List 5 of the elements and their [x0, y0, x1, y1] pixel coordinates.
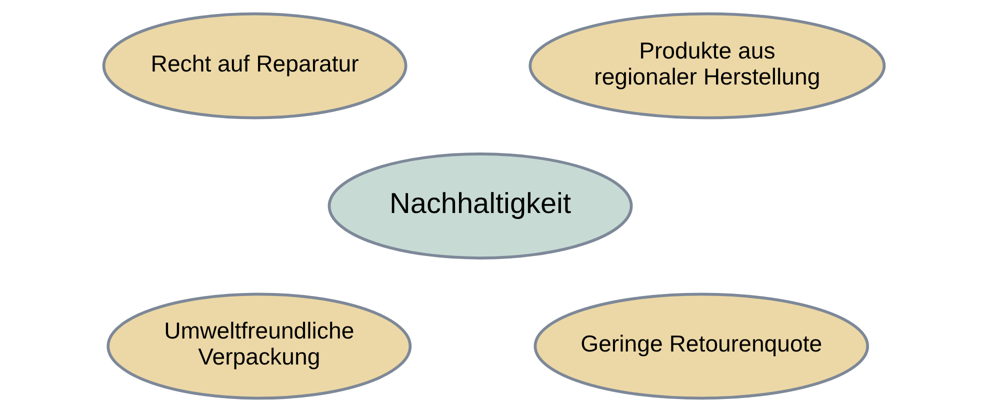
node-ellipse: Produkte aus regionaler Herstellung — [528, 12, 886, 120]
node-ellipse: Geringe Retourenquote — [533, 292, 869, 400]
node-ellipse: Nachhaltigkeit — [327, 152, 632, 260]
node-ellipse: Umweltfreundliche Verpackung — [106, 292, 412, 400]
node-ellipse: Recht auf Reparatur — [102, 12, 407, 120]
